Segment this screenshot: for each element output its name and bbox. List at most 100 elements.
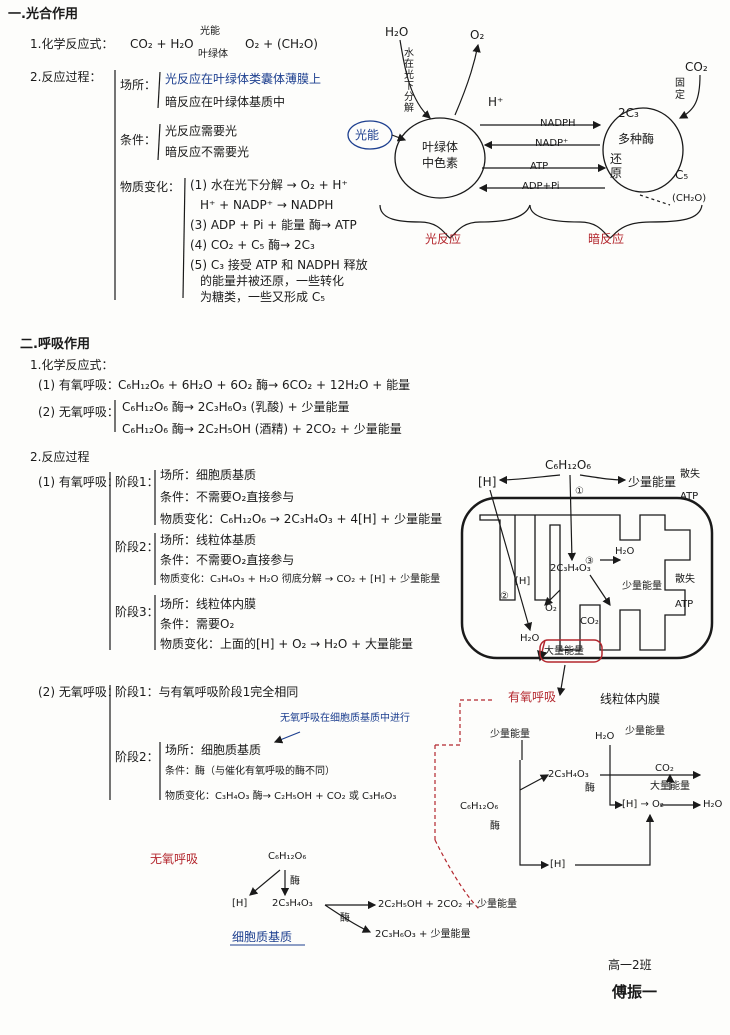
s1-change: 物质变化：C₆H₁₂O₆ → 2C₃H₄O₃ + 4[H] + 少量能量 [160,512,443,526]
resp-anaerobic-label: (2) 无氧呼吸： [38,405,119,419]
fd-glucose: C₆H₁₂O₆ [460,801,499,812]
photo-cond-2: 暗反应不需要光 [165,145,250,159]
photo-site-1: 光反应在叶绿体类囊体薄膜上 [165,72,322,86]
resp-anaerobic-eq2: C₆H₁₂O₆ 酶→ 2C₂H₅OH (酒精) + 2CO₂ + 少量能量 [122,422,402,436]
photosynthesis-heading: 一.光合作用 [8,7,78,22]
an-note: 无氧呼吸在细胞质基质中进行 [280,713,410,724]
s3-cond: 条件：需要O₂ [160,617,235,631]
pd-light-rxn: 光反应 [425,232,462,246]
stage3-label: 阶段3： [115,605,159,619]
an-stage1: 阶段1：与有氧呼吸阶段1完全相同 [115,685,299,699]
fd-enzyme: 酶 [585,783,595,794]
s3-change: 物质变化：上面的[H] + O₂ → H₂O + 大量能量 [160,637,413,651]
ad-pyr: 2C₃H₄O₃ [272,898,313,909]
photo-change-5b: 的能量并被还原，一些转化 [200,274,345,288]
pd-fix: 固定 [675,78,685,101]
fd-h-o2: [H] → O₂ [622,799,664,810]
fd-h2o: H₂O [595,731,615,742]
pd-dark-rxn: 暗反应 [588,232,625,246]
photo-eq: CO₂ + H₂O [130,37,194,51]
pd-split: 水在光下分解 [404,48,414,114]
fd-pyr: 2C₃H₄O₃ [548,769,589,780]
signature-name: 傅振一 [612,983,658,1001]
photo-site-2: 暗反应在叶绿体基质中 [165,95,286,109]
pd-reduce: 还原 [610,152,623,180]
ad-h: [H] [232,898,248,909]
s2-cond: 条件：不需要O₂直接参与 [160,553,295,567]
pd-nadph: NADPH [540,118,576,129]
photo-eq-products: O₂ + (CH₂O) [245,37,318,51]
photo-eq-title: 1.化学反应式： [30,37,114,51]
photo-process-title: 2.反应过程： [30,70,102,84]
md-glucose: C₆H₁₂O₆ [545,458,592,472]
signature-class: 高一2班 [608,958,652,972]
md-small-energy2: 少量能量 [622,581,662,592]
pd-c5: C₅ [675,168,689,182]
md-atp2: ATP [675,599,694,610]
resp-anaerobic-proc: (2) 无氧呼吸： [38,685,119,699]
resp-aerobic-label: (1) 有氧呼吸： [38,378,119,392]
photo-change-4: (4) CO₂ + C₅ 酶→ 2C₃ [190,238,315,252]
pd-c3: 2C₃ [618,106,639,120]
fd-small-energy: 少量能量 [490,729,530,740]
photo-change-3: (3) ADP + Pi + 能量 酶→ ATP [190,218,357,232]
ad-p2: 2C₃H₆O₃ + 少量能量 [375,929,471,940]
resp-anaerobic-eq1: C₆H₁₂O₆ 酶→ 2C₃H₆O₃ (乳酸) + 少量能量 [122,400,350,414]
photo-site-label: 场所： [120,78,157,92]
md-h2o-out: H₂O [520,633,540,644]
an-stage2-label: 阶段2： [115,750,159,764]
md-release: 散失 [680,469,700,480]
s3-site: 场所：线粒体内膜 [160,597,257,611]
photo-cond-1: 光反应需要光 [165,124,238,138]
photo-change-5c: 为糖类，一些又形成 C₅ [200,290,326,304]
md-small-energy: 少量能量 [628,475,677,489]
an-cond: 条件：酶（与催化有氧呼吸的酶不同） [165,766,335,777]
ad-p1: 2C₂H₅OH + 2CO₂ + 少量能量 [378,899,517,910]
md-large-energy: 大量能量 [544,646,584,657]
ad-enzyme: 酶 [290,876,300,887]
md-atp: ATP [680,491,699,502]
resp-aerobic-proc: (1) 有氧呼吸： [38,475,119,489]
pd-o2: O₂ [470,28,485,42]
s1-cond: 条件：不需要O₂直接参与 [160,490,295,504]
stage2-label: 阶段2： [115,540,159,554]
md-n3: ③ [585,556,594,567]
pd-pigment-2: 中色素 [422,156,459,170]
fd-large-energy: 大量能量 [650,781,690,792]
pd-atp: ATP [530,161,549,172]
fd-co2: CO₂ [655,763,674,774]
resp-process-title: 2.反应过程 [30,450,90,464]
ad-place: 细胞质基质 [232,930,293,944]
pd-light: 光能 [355,128,380,142]
fd-h2o-end: H₂O [703,799,723,810]
s1-site: 场所：细胞质基质 [160,468,257,482]
ad-enzyme2: 酶 [340,913,350,924]
md-release2: 散失 [675,574,695,585]
md-o2: O₂ [545,603,557,614]
md-h: [H] [478,475,497,489]
md-aerobic: 有氧呼吸 [508,690,557,704]
photo-eq-light: 光能 [200,26,220,37]
pd-h2o: H₂O [385,25,409,39]
fd-small-energy2: 少量能量 [625,726,665,737]
photo-change-1: (1) 水在光下分解 → O₂ + H⁺ [190,178,348,192]
photo-cond-label: 条件： [120,133,157,147]
resp-eq-title: 1.化学反应式： [30,358,114,372]
pd-adp: ADP+Pi [522,181,560,192]
photo-change-5a: (5) C₃ 接受 ATP 和 NADPH 释放 [190,258,368,272]
ad-glucose: C₆H₁₂O₆ [268,851,307,862]
resp-heading: 二.呼吸作用 [20,337,90,352]
pd-hplus: H⁺ [488,95,504,109]
s2-change: 物质变化：C₃H₄O₃ + H₂O 彻底分解 → CO₂ + [H] + 少量能… [160,574,441,585]
pd-ch2o: (CH₂O) [672,193,707,204]
resp-aerobic-eq: C₆H₁₂O₆ + 6H₂O + 6O₂ 酶→ 6CO₂ + 12H₂O + 能… [118,378,411,392]
md-pyr: 2C₃H₄O₃ [550,563,591,574]
pd-pigment-1: 叶绿体 [422,140,459,154]
fd-enzyme2: 酶 [490,821,500,832]
pd-nadp: NADP⁺ [535,138,569,149]
ad-label: 无氧呼吸 [150,852,199,866]
fd-h: [H] [550,859,566,870]
pd-co2: CO₂ [685,60,708,74]
md-h2: [H] [515,576,531,587]
